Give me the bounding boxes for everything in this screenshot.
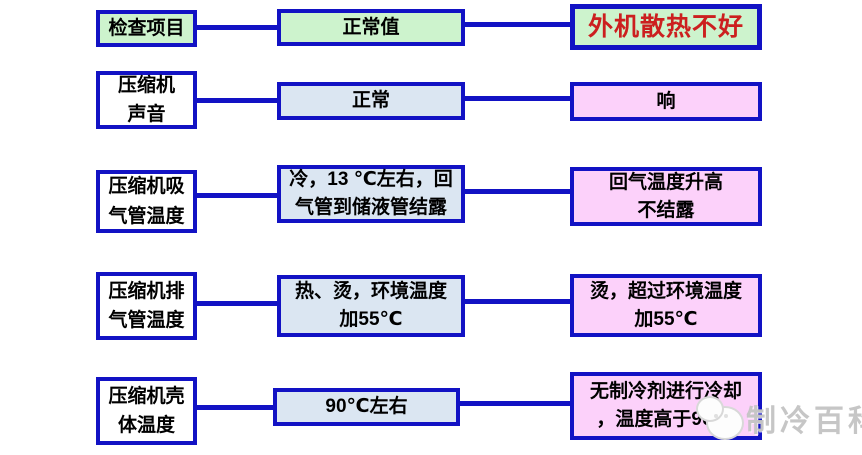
row-item-box-shell-temp: 压缩机壳 体温度 — [96, 377, 197, 445]
connector-line — [197, 98, 277, 103]
watermark-text: 制冷百科 — [746, 405, 862, 438]
chat-bubbles-icon — [696, 394, 746, 442]
row-normal-box-suction-pipe-temp: 冷，13 ℃左右，回 气管到储液管结露 — [277, 165, 465, 223]
connector-line — [197, 405, 277, 410]
connector-line — [465, 22, 572, 27]
row-fault-box-discharge-pipe-temp: 烫，超过环境温度 加55℃ — [570, 274, 762, 337]
connector-line — [197, 25, 277, 30]
watermark: 制冷百科 — [696, 394, 862, 442]
header-normal-value-box: 正常值 — [277, 9, 465, 46]
row-item-box-suction-pipe-temp: 压缩机吸 气管温度 — [96, 170, 197, 233]
connector-line — [465, 96, 570, 101]
row-normal-box-discharge-pipe-temp: 热、烫，环境温度 加55℃ — [277, 275, 465, 337]
row-fault-box-compressor-sound: 响 — [570, 82, 762, 121]
connector-line — [465, 299, 570, 304]
row-item-box-compressor-sound: 压缩机 声音 — [96, 71, 197, 129]
connector-line — [197, 193, 277, 198]
connector-line — [465, 189, 570, 194]
connector-line — [197, 301, 277, 306]
row-fault-box-suction-pipe-temp: 回气温度升高 不结露 — [570, 167, 762, 226]
row-normal-box-shell-temp: 90℃左右 — [273, 388, 460, 426]
connector-line — [460, 401, 572, 406]
row-item-box-discharge-pipe-temp: 压缩机排 气管温度 — [96, 272, 197, 340]
header-fault-title-box: 外机散热不好 — [570, 4, 762, 50]
header-check-item-box: 检查项目 — [96, 10, 197, 47]
row-normal-box-compressor-sound: 正常 — [277, 82, 465, 120]
